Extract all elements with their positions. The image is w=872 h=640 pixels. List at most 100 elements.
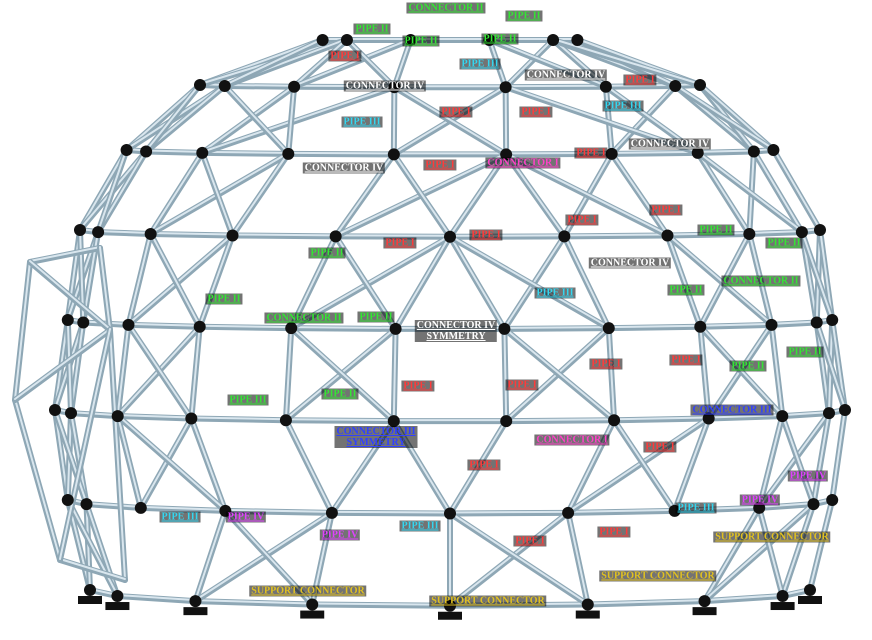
pipe-highlight [567, 508, 676, 513]
connector-joint [547, 34, 560, 46]
connector-joint [804, 584, 816, 596]
pipe-highlight [610, 150, 699, 154]
label-connector-ii: CONNECTOR II [406, 2, 486, 14]
support-foot [183, 607, 208, 616]
pipe-highlight [800, 230, 834, 320]
pipe-highlight [190, 324, 201, 419]
pipe-highlight [392, 326, 397, 422]
pipe-highlight [201, 150, 234, 236]
support-foot [300, 610, 325, 619]
pipe-highlight [696, 150, 751, 234]
label-pipe-i: PIPE I [623, 74, 657, 86]
connector-joint [776, 590, 789, 603]
support-foot [770, 602, 795, 611]
pipe-highlight [99, 246, 111, 330]
label-pipe-ii: PIPE II [481, 33, 519, 45]
connector-joint [306, 598, 319, 611]
pipe-highlight [696, 150, 803, 233]
pipe-highlight [758, 414, 784, 508]
pipe-highlight [194, 599, 314, 605]
pipe-highlight [223, 83, 290, 154]
pipe-highlight [284, 326, 293, 421]
label-pipe-ii: PIPE II [308, 247, 346, 259]
pipe-highlight [699, 322, 773, 327]
pipe-highlight [231, 233, 337, 237]
connector-joint [499, 81, 512, 94]
pipe-highlight [393, 38, 412, 88]
connector-joint [196, 146, 209, 159]
label-pipe-ii: PIPE II [321, 388, 359, 400]
support-foot [78, 596, 102, 604]
label-connector-ii: CONNECTOR II [721, 275, 801, 287]
pipe-highlight [287, 151, 395, 155]
label-pipe-ii: PIPE II [786, 346, 824, 358]
label-pipe-i: PIPE I [467, 459, 501, 471]
pipe-highlight [97, 230, 152, 234]
label-connector-iv: CONNECTOR IV [588, 257, 672, 269]
pipe-highlight [503, 326, 508, 422]
pipe-highlight [127, 233, 234, 325]
pipe-highlight [610, 151, 669, 236]
pipe-highlight [748, 230, 803, 234]
connector-joint [691, 146, 704, 159]
pipe-highlight [29, 246, 101, 262]
pipe-highlight [503, 326, 616, 421]
pipe-highlight [116, 414, 142, 508]
label-pipe-iii: PIPE III [159, 511, 201, 523]
label-pipe-iii: PIPE III [227, 394, 269, 406]
pipe-highlight [567, 510, 589, 605]
connector-joint [743, 227, 756, 240]
connector-joint [77, 316, 90, 329]
pipe-highlight [79, 148, 128, 230]
pipe-highlight [770, 322, 784, 417]
connector-joint [571, 34, 584, 46]
connector-joint [134, 501, 147, 514]
connector-joint [776, 410, 789, 423]
label-connector-iii: CONNECTOR III [690, 404, 774, 416]
label-pipe-i: PIPE I [565, 214, 599, 226]
pipe-highlight [14, 328, 111, 400]
pipe-highlight [781, 414, 815, 505]
connector-joint [316, 34, 329, 46]
pipe-highlight [673, 416, 710, 511]
connector-joint [387, 148, 400, 161]
pipe-highlight [190, 416, 287, 421]
label-connector-iv-symmetry: CONNECTOR IV SYMMETRY [414, 320, 498, 342]
label-pipe-i: PIPE I [574, 147, 608, 159]
connector-joint [498, 322, 511, 335]
label-connector-iv: CONNECTOR IV [343, 80, 427, 92]
pipe-highlight [29, 260, 111, 330]
pipe-highlight [563, 234, 610, 329]
pipe-highlight [815, 320, 846, 410]
label-pipe-i: PIPE I [439, 106, 473, 118]
connector-joint [389, 322, 402, 335]
label-pipe-iii: PIPE III [341, 116, 383, 128]
connector-joint [140, 145, 153, 158]
label-pipe-iv: PIPE IV [739, 494, 781, 506]
pipe-highlight [552, 38, 701, 85]
connector-joint [329, 230, 342, 243]
pipe-highlight [449, 510, 570, 514]
connector-joint [814, 224, 826, 236]
pipe-highlight [758, 505, 784, 597]
connector-joint [694, 79, 706, 91]
connector-joint [84, 584, 96, 596]
label-pipe-iv: PIPE IV [225, 511, 267, 523]
label-pipe-ii: PIPE II [353, 23, 391, 35]
label-pipe-i: PIPE I [401, 380, 435, 392]
pipe-highlight [758, 411, 830, 508]
pipe-highlight [85, 502, 142, 508]
pipe-highlight [809, 498, 834, 590]
label-support-connector: SUPPORT CONNECTOR [249, 585, 367, 597]
connector-joint [111, 590, 124, 603]
pipe-highlight [449, 510, 570, 606]
label-connector-iv: CONNECTOR IV [628, 138, 712, 150]
pipe-highlight [109, 328, 126, 580]
pipe-highlight [149, 231, 234, 236]
connector-joint [602, 322, 615, 335]
connector-joint [795, 226, 808, 239]
label-pipe-ii: PIPE II [729, 360, 767, 372]
label-pipe-ii: PIPE II [505, 10, 543, 22]
connector-joint [92, 226, 105, 239]
